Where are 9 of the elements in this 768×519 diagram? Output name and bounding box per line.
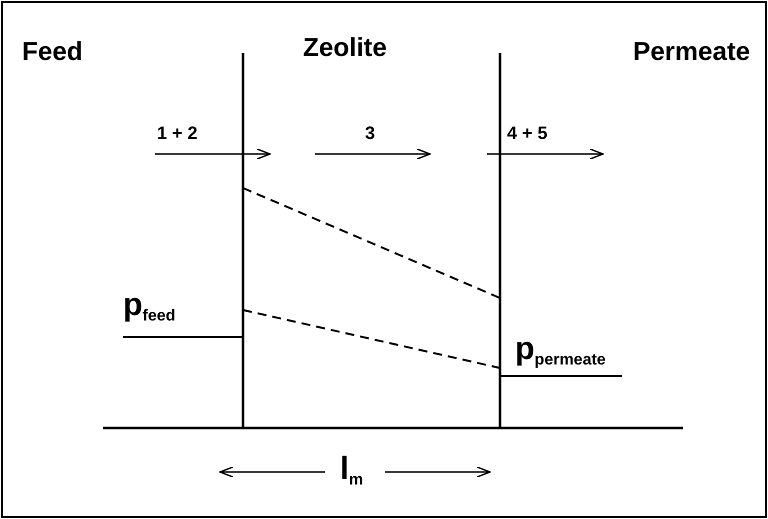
step-label: 3 xyxy=(365,124,376,142)
step-label: 4 + 5 xyxy=(507,124,548,142)
pressure-label: p$_{permeate}$ xyxy=(515,332,606,369)
step-label: 1 + 2 xyxy=(157,124,198,142)
pressure-label: p$_{feed}$ xyxy=(123,288,176,325)
region-label: Permeate xyxy=(633,38,750,64)
region-label: Feed xyxy=(22,38,83,64)
region-label: Zeolite xyxy=(303,34,387,60)
dimension-label: l$_{m}$ xyxy=(340,452,364,489)
